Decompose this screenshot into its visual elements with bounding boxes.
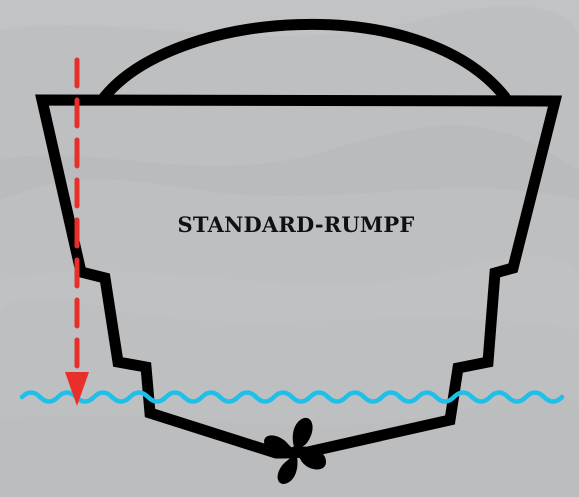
- draft-arrow: [65, 57, 89, 406]
- waterline: [19, 390, 565, 404]
- propeller-icon: [264, 417, 326, 484]
- arrow-down-icon: [65, 372, 89, 406]
- hull-label: STANDARD-RUMPF: [178, 212, 415, 237]
- cabin-dome: [96, 18, 511, 106]
